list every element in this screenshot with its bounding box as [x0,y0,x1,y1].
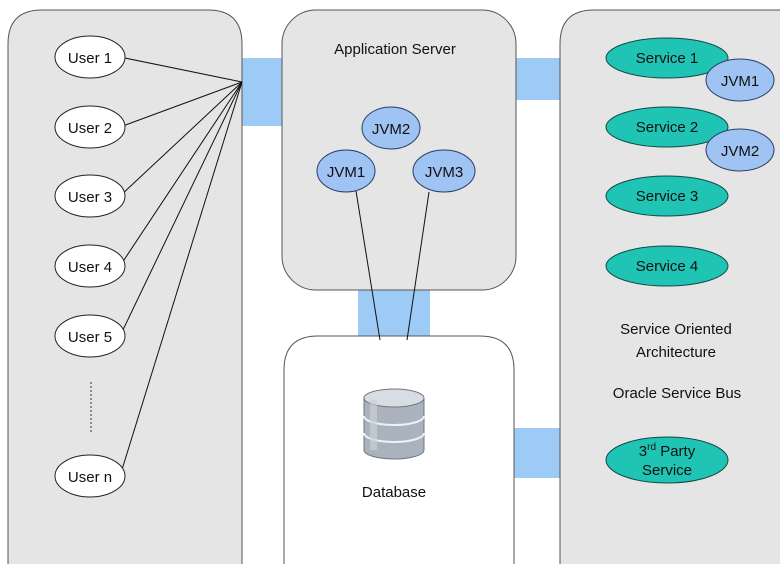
soa-title-line-1: Service Oriented [620,321,732,338]
user-connection-lines [119,56,243,477]
third-party-label-line-2: Service [642,462,692,479]
third-party-service-node: 3rd Party Service [605,436,729,484]
oracle-service-bus-label: Oracle Service Bus [613,385,741,402]
user-label: User 3 [68,189,112,206]
user-node-3: User 3 [54,174,126,218]
jvm-database-lines [355,190,430,341]
third-party-superscript: rd [647,442,656,453]
third-party-number: 3 [639,443,647,460]
service-label: Service 4 [636,258,699,275]
service-node-3: Service 3 [605,175,729,217]
connector-users-appserver [238,58,286,126]
service-jvm-node-2: JVM2 [705,128,775,172]
jvm-node-2: JVM2 [361,106,421,150]
jvm-label: JVM1 [721,73,759,90]
jvm-label: JVM2 [721,143,759,160]
soa-panel: Service 1 JVM1 Service 2 JVM2 Service 3 … [559,9,780,564]
jvm-label: JVM2 [372,121,410,138]
connector-database-soa [512,428,564,478]
database-cylinder-icon [363,388,425,460]
user-label: User 5 [68,329,112,346]
user-label: User 2 [68,120,112,137]
jvm-label: JVM3 [425,164,463,181]
jvm-label: JVM1 [327,164,365,181]
third-party-label-line-1: 3rd Party [639,442,696,460]
user-node-2: User 2 [54,105,126,149]
jvm-node-1: JVM1 [316,149,376,193]
application-server-panel: Application Server JVM2 JVM1 JVM3 [281,9,517,291]
service-node-2: Service 2 [605,106,729,148]
service-label: Service 2 [636,119,699,136]
jvm-node-3: JVM3 [412,149,476,193]
service-node-1: Service 1 [605,37,729,79]
user-node-1: User 1 [54,35,126,79]
service-node-4: Service 4 [605,245,729,287]
user-label: User 1 [68,50,112,67]
user-node-n: User n [54,454,126,498]
application-server-title: Application Server [334,41,456,58]
users-panel: User 1 User 2 User 3 User 4 User 5 User … [7,9,243,564]
service-jvm-node-1: JVM1 [705,58,775,102]
third-party-party-text: Party [656,443,696,460]
user-label: User 4 [68,259,112,276]
user-node-4: User 4 [54,244,126,288]
database-title: Database [362,484,426,501]
database-panel: Database [283,335,515,564]
service-label: Service 3 [636,188,699,205]
user-label: User n [68,469,112,486]
user-node-5: User 5 [54,314,126,358]
service-label: Service 1 [636,50,699,67]
connector-appserver-database [358,288,430,340]
connector-appserver-soa [512,58,564,100]
soa-title-line-2: Architecture [636,344,716,361]
